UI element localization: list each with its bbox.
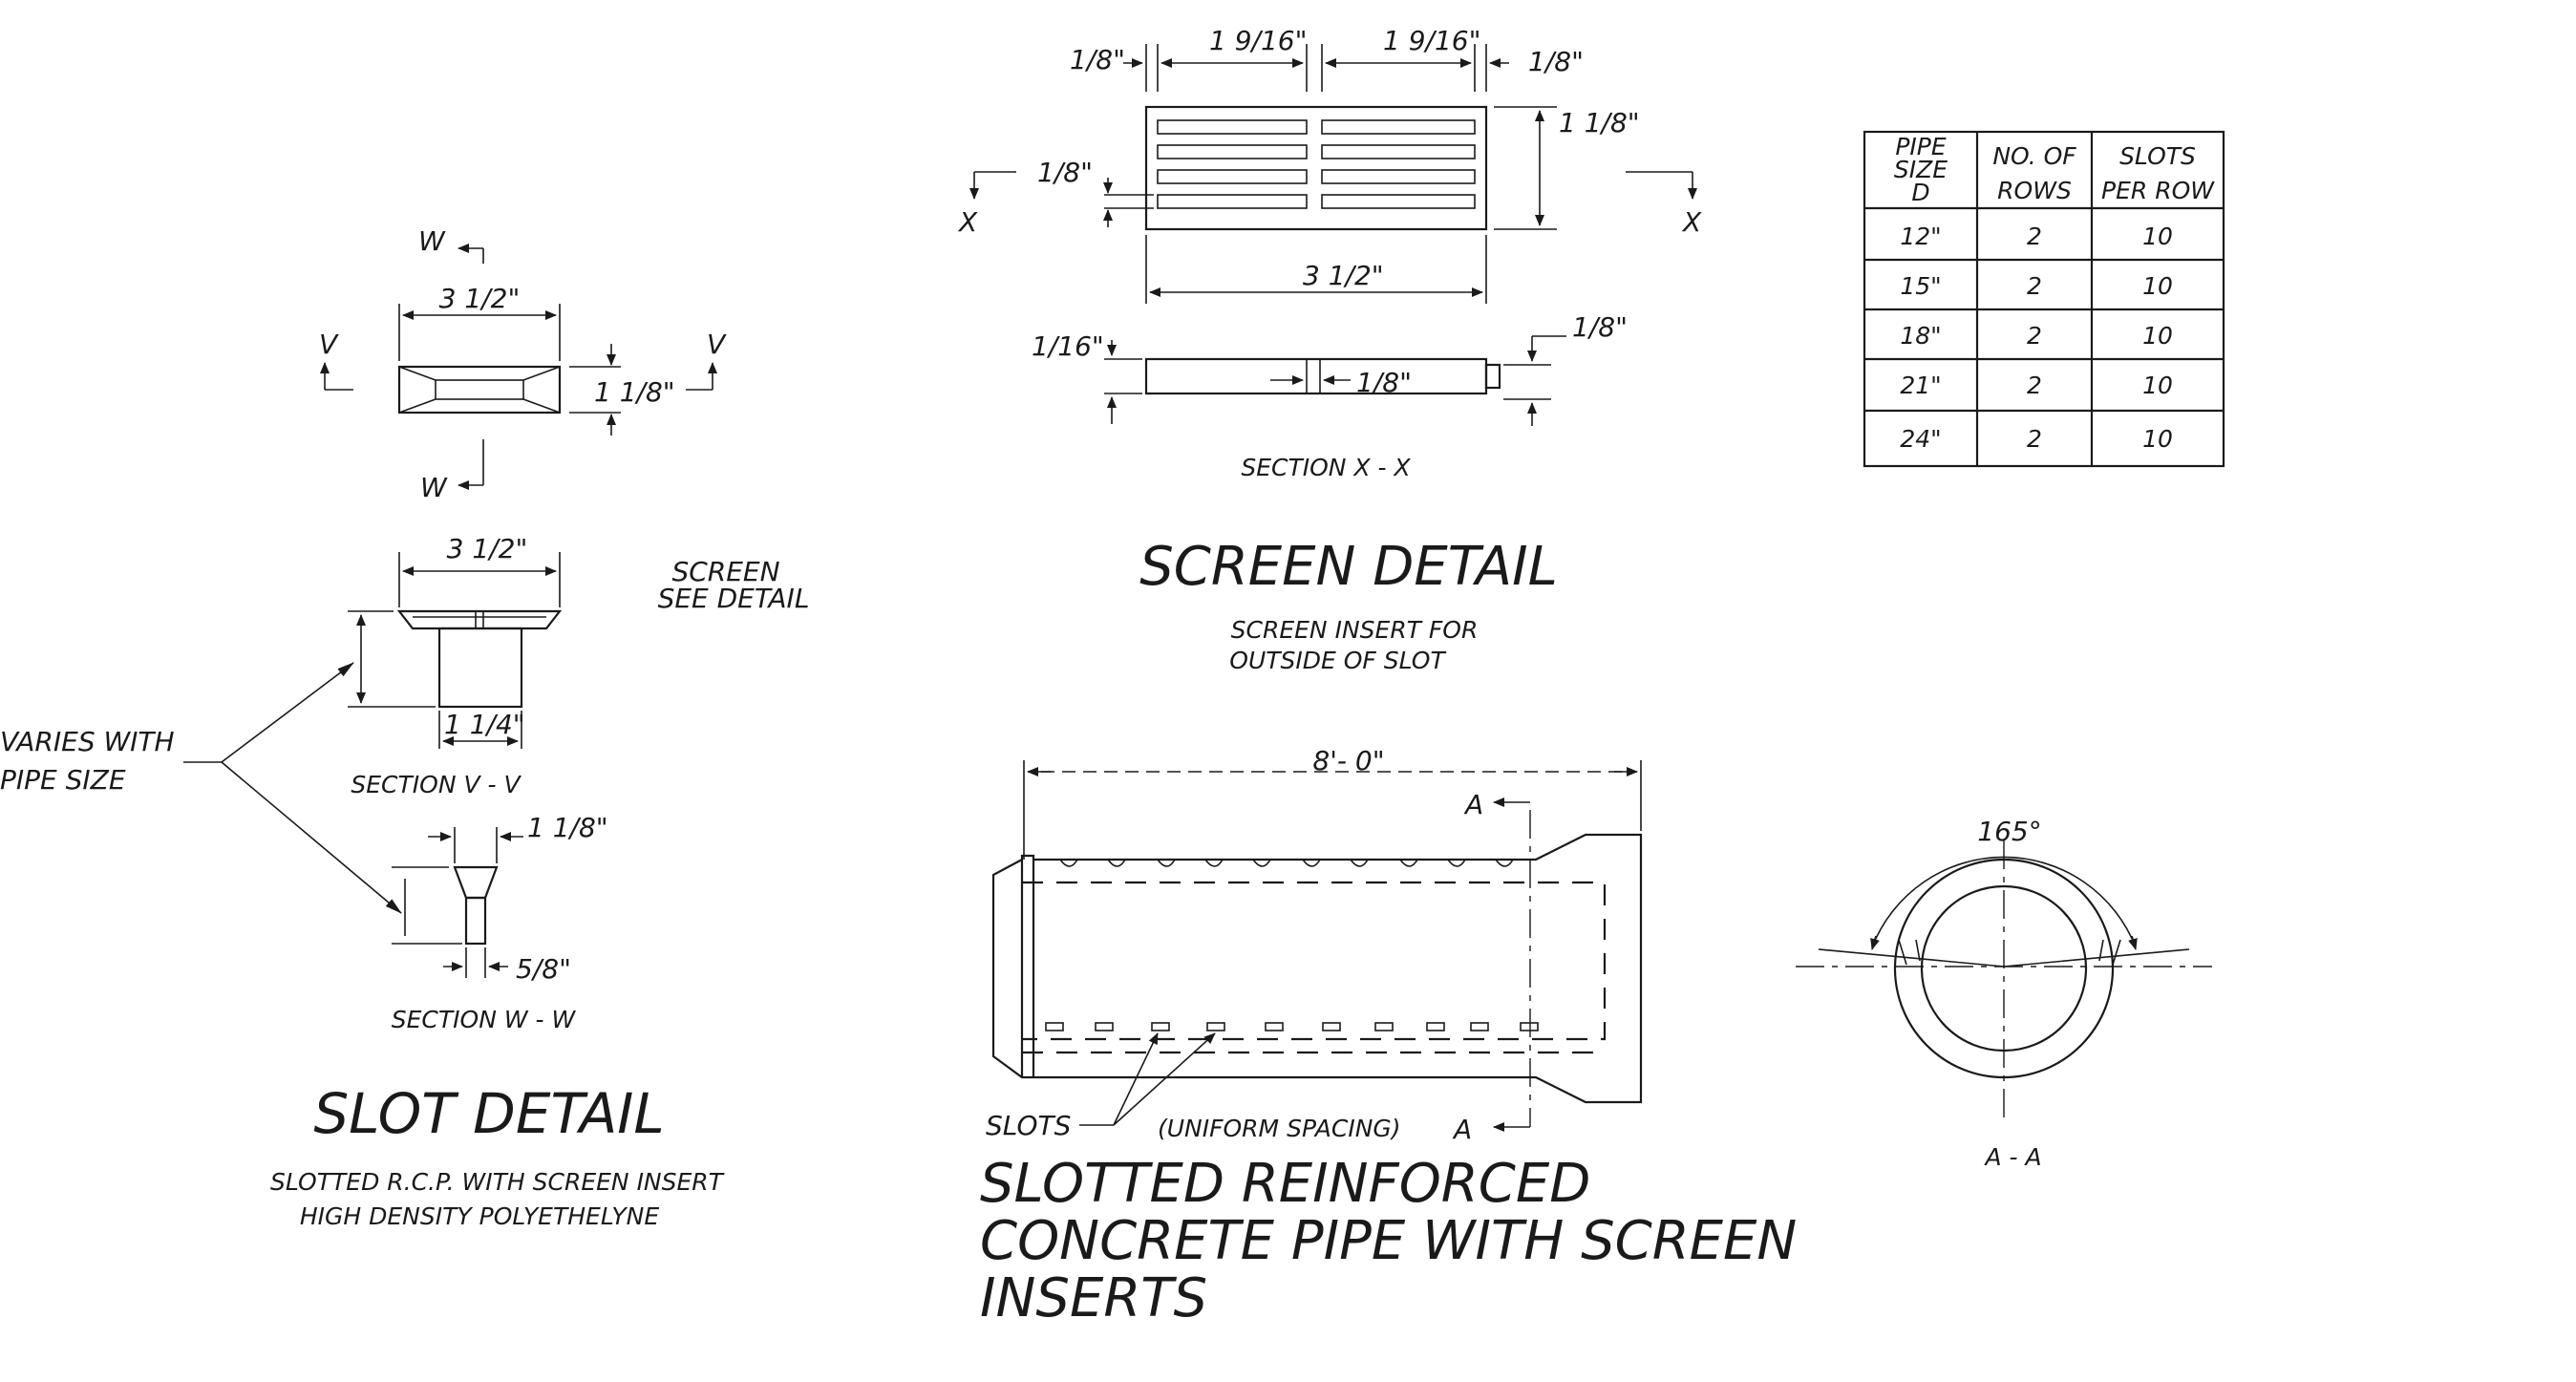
screen-callout-line2: SEE DETAIL bbox=[658, 583, 810, 614]
cut-a-top: A bbox=[1463, 789, 1483, 820]
table-cell: 24" bbox=[1900, 425, 1941, 453]
screen-detail-title: SCREEN DETAIL bbox=[1139, 536, 1558, 598]
screen-dim-edge-right: 1/8" bbox=[1528, 46, 1584, 77]
slot-plan-view: 3 1/2" 1 1/8" W W V V bbox=[319, 225, 727, 503]
table-cell: 10 bbox=[2142, 223, 2173, 250]
table-cell: 10 bbox=[2142, 425, 2173, 453]
table-row: 12" 2 10 bbox=[1900, 223, 2173, 250]
pipe-spacing-label: (UNIFORM SPACING) bbox=[1158, 1115, 1401, 1142]
table-cell: 2 bbox=[2027, 322, 2042, 350]
table-header-rows-line2: ROWS bbox=[1997, 177, 2072, 204]
section-v-label: SECTION V - V bbox=[351, 771, 522, 798]
cut-a-bottom: A bbox=[1452, 1114, 1472, 1145]
table-row: 21" 2 10 bbox=[1900, 372, 2173, 399]
section-x-thickness-dim: 1/16" bbox=[1032, 330, 1104, 362]
cut-x-right: X bbox=[1681, 206, 1702, 238]
cut-v-right: V bbox=[707, 329, 727, 360]
section-x-x: 1/8" 1/16" 1/8" SECTION X - X bbox=[1032, 311, 1628, 481]
table-header-pipe-size-line2: SIZE bbox=[1894, 156, 1948, 183]
table-row: 18" 2 10 bbox=[1900, 322, 2173, 350]
table-cell: 18" bbox=[1900, 322, 1941, 350]
screen-dim-slot-gap: 1/8" bbox=[1037, 157, 1093, 188]
table-cell: 10 bbox=[2142, 272, 2173, 300]
table-cell: 2 bbox=[2027, 272, 2042, 300]
varies-line2: PIPE SIZE bbox=[0, 764, 126, 796]
screen-detail-note-line2: OUTSIDE OF SLOT bbox=[1229, 647, 1446, 674]
pipe-elevation: 8'- 0" A A SLOTS bbox=[980, 745, 1797, 1329]
table-cell: 10 bbox=[2142, 372, 2173, 399]
table-cell: 10 bbox=[2142, 322, 2173, 350]
cut-v-left: V bbox=[319, 329, 339, 360]
slot-plan-width-dim: 3 1/2" bbox=[439, 283, 521, 314]
screen-dim-half-right: 1 9/16" bbox=[1383, 25, 1480, 56]
cut-x-left: X bbox=[957, 206, 978, 238]
varies-line1: VARIES WITH bbox=[0, 726, 175, 757]
section-w-bottom-dim: 5/8" bbox=[516, 953, 571, 985]
slot-plan-height-dim: 1 1/8" bbox=[594, 376, 675, 408]
cut-w-bottom: W bbox=[420, 472, 448, 503]
section-a-a: 165° A - A bbox=[1796, 816, 2212, 1171]
slot-detail-title: SLOT DETAIL bbox=[313, 1081, 664, 1146]
pipe-length-dim: 8'- 0" bbox=[1312, 745, 1384, 776]
section-a-angle: 165° bbox=[1977, 816, 2041, 847]
screen-dim-height: 1 1/8" bbox=[1559, 107, 1640, 138]
table-cell: 2 bbox=[2027, 223, 2042, 250]
pipe-title-line1: SLOTTED REINFORCED bbox=[980, 1153, 1590, 1215]
slot-table: PIPE SIZE D NO. OF ROWS SLOTS PER ROW 12… bbox=[1863, 130, 2225, 468]
table-header-rows-line1: NO. OF bbox=[1992, 142, 2076, 170]
table-row: 15" 2 10 bbox=[1900, 272, 2173, 300]
table-cell: 15" bbox=[1900, 272, 1941, 300]
screen-dim-half-left: 1 9/16" bbox=[1209, 25, 1307, 56]
screen-detail-note-line1: SCREEN INSERT FOR bbox=[1231, 616, 1479, 644]
table-cell: 12" bbox=[1900, 223, 1941, 250]
section-x-gap-dim: 1/8" bbox=[1356, 367, 1412, 398]
section-a-label: A - A bbox=[1983, 1143, 2041, 1171]
table-header-pipe-size-line1: PIPE bbox=[1895, 133, 1947, 160]
slot-detail-note-line1: SLOTTED R.C.P. WITH SCREEN INSERT bbox=[270, 1168, 725, 1196]
pipe-title-line2: CONCRETE PIPE WITH SCREEN bbox=[980, 1210, 1797, 1272]
section-v-neck-dim: 1 1/4" bbox=[444, 709, 525, 740]
section-v-v: 3 1/2" 1 1/4" SECTION V - V bbox=[348, 533, 563, 798]
table-cell: 2 bbox=[2027, 425, 2042, 453]
pipe-slots bbox=[1045, 1022, 1539, 1031]
screen-dim-edge-left: 1/8" bbox=[1070, 44, 1125, 75]
slot-detail: 3 1/2" 1 1/8" W W V V bbox=[0, 225, 809, 1230]
section-v-width-dim: 3 1/2" bbox=[447, 533, 528, 564]
screen-dim-total-width: 3 1/2" bbox=[1303, 260, 1384, 291]
table-header-pipe-size-line3: D bbox=[1911, 179, 1929, 206]
table-row: 24" 2 10 bbox=[1900, 425, 2173, 453]
section-x-right-dim: 1/8" bbox=[1572, 311, 1628, 343]
screen-detail: 1/8" 1 9/16" 1 9/16" 1/8" 1/8" bbox=[957, 25, 1702, 674]
section-w-top-dim: 1 1/8" bbox=[527, 812, 608, 843]
pipe-title-line3: INSERTS bbox=[980, 1267, 1207, 1329]
table-cell: 21" bbox=[1900, 372, 1941, 399]
section-w-w: 1 1/8" 5/8" SECTION W - W bbox=[392, 812, 608, 1033]
section-w-label: SECTION W - W bbox=[392, 1006, 577, 1033]
table-header-slots-line1: SLOTS bbox=[2119, 142, 2196, 170]
table-cell: 2 bbox=[2027, 372, 2042, 399]
table-header-slots-line2: PER ROW bbox=[2101, 177, 2215, 204]
screen-callout-line1: SCREEN bbox=[671, 556, 779, 587]
slot-detail-note-line2: HIGH DENSITY POLYETHELYNE bbox=[300, 1202, 659, 1230]
screen-plan-view bbox=[1144, 105, 1488, 231]
cut-w-top: W bbox=[418, 225, 446, 257]
section-x-label: SECTION X - X bbox=[1241, 454, 1411, 481]
pipe-slots-label: SLOTS bbox=[986, 1110, 1071, 1141]
